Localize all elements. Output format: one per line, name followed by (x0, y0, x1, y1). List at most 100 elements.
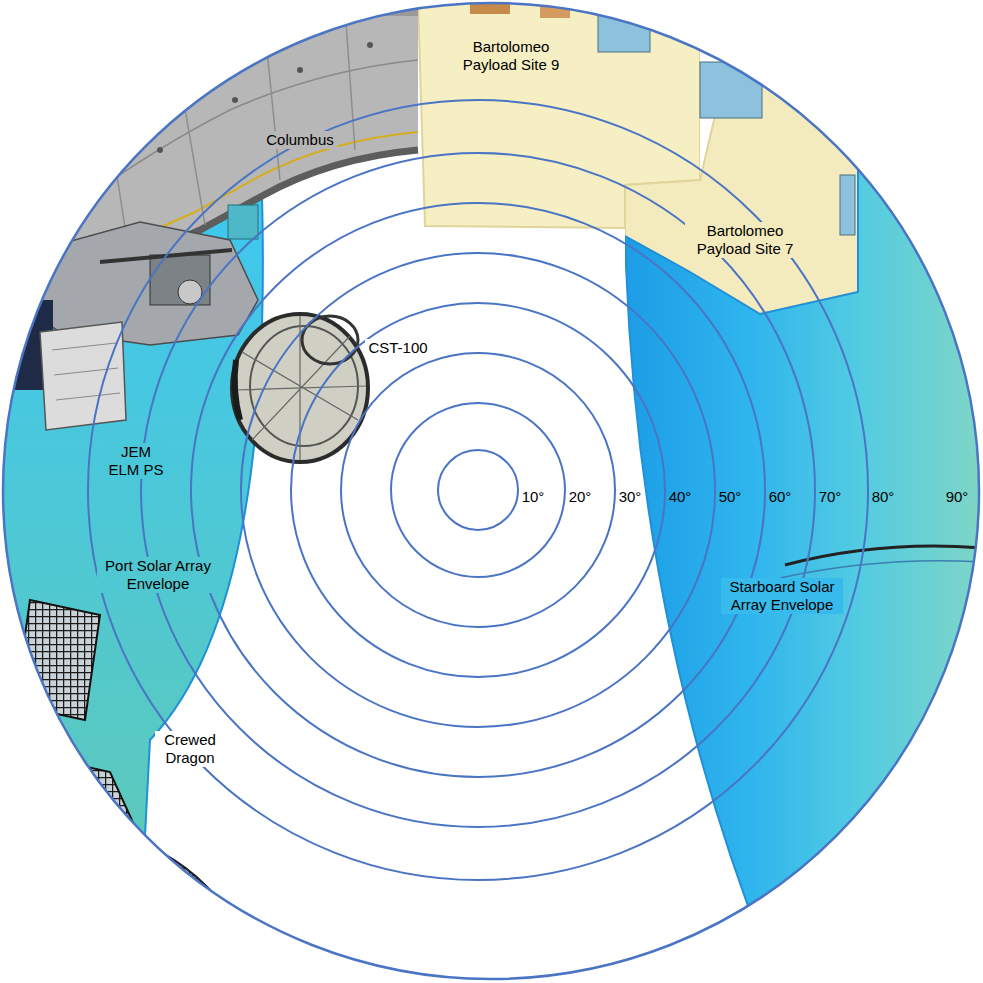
region-outline (418, 0, 700, 228)
angle-ring (391, 403, 565, 577)
angle-label: 50° (716, 488, 745, 506)
jem-structure (8, 300, 53, 390)
region-outline (625, 170, 983, 983)
payload-hardware (940, 90, 983, 140)
module-label: JEM ELM PS (103, 443, 169, 479)
label-anchor: Bartolomeo Payload Site 9 (451, 38, 571, 74)
cst-100-capsule (235, 360, 240, 420)
label-anchor: Crewed Dragon (155, 731, 225, 767)
columbus-module (232, 97, 238, 103)
solar-array-mesh (0, 600, 140, 983)
payload-hardware (840, 175, 855, 235)
label-anchor: CST-100 (358, 339, 438, 357)
horizon-circle (3, 3, 979, 979)
payload-hardware (470, 0, 983, 235)
payload-hardware (640, 0, 700, 22)
payload-site-region: Bartolomeo Payload Site 9 (418, 0, 700, 230)
vehicle-label: Crewed Dragon (155, 731, 225, 767)
jem-structure (8, 205, 258, 430)
payload-hardware (860, 0, 983, 170)
columbus-module (157, 147, 163, 153)
payload-site-label: Bartolomeo Payload Site 9 (451, 38, 571, 74)
jem-structure (178, 280, 202, 304)
jem-structure (150, 255, 210, 305)
region-outline (625, 0, 858, 314)
jem-structure (52, 343, 120, 400)
region-outline (625, 0, 858, 314)
array-edge-line (780, 546, 983, 578)
label-anchor: 40° (660, 488, 700, 506)
envelope-label: Port Solar Array Envelope (97, 557, 219, 593)
angle-ring (241, 253, 715, 727)
region-outline (625, 0, 860, 316)
vehicle-label: CST-100 (365, 339, 430, 357)
cst-100-capsule (232, 314, 368, 462)
solar-array-envelope: Port Solar Array Envelope (0, 196, 272, 838)
region-outline (625, 170, 983, 983)
region-outline (418, 0, 700, 230)
angle-ring (291, 303, 665, 677)
angle-ring (88, 100, 868, 880)
region-outline (0, 196, 263, 836)
payload-hardware (700, 62, 762, 118)
label-anchor: Bartolomeo Payload Site 7 (685, 222, 805, 258)
label-anchor: 20° (560, 488, 600, 506)
region-outline (625, 170, 983, 983)
cst-100-capsule (232, 314, 368, 462)
angle-label: 60° (766, 488, 795, 506)
solar-array-mesh (15, 600, 100, 720)
label-anchor: JEM ELM PS (103, 443, 169, 479)
label-anchor: 80° (863, 488, 903, 506)
payload-hardware (470, 0, 510, 14)
columbus-module (367, 42, 373, 48)
columbus-module (0, 0, 418, 292)
jem-structure (15, 222, 258, 345)
columbus-module (0, 0, 418, 292)
crewed-dragon-vehicle (152, 848, 245, 983)
label-anchor: Port Solar Array Envelope (97, 557, 219, 593)
region-outline (0, 196, 263, 836)
angle-ring (438, 450, 518, 530)
columbus-module (110, 8, 355, 260)
solar-array-envelope: Starboard Solar Array Envelope (625, 170, 983, 983)
label-anchor: 90° (937, 488, 977, 506)
columbus-module (40, 60, 418, 230)
angle-label: 70° (816, 488, 845, 506)
angle-ring (191, 203, 765, 777)
payload-site-region: Bartolomeo Payload Site 7 (625, 0, 860, 316)
payload-hardware (598, 4, 650, 52)
region-outline (0, 196, 272, 838)
angle-label: 20° (566, 488, 595, 506)
angle-label: 80° (869, 488, 898, 506)
label-anchor: Columbus (255, 131, 345, 149)
cst-100-capsule (250, 326, 358, 446)
label-anchor: 10° (513, 488, 553, 506)
cst-100-capsule (234, 316, 366, 460)
angle-ring (141, 153, 815, 827)
payload-hardware (770, 20, 820, 50)
angle-label: 10° (519, 488, 548, 506)
columbus-module (60, 132, 418, 272)
module-label: Columbus (263, 131, 337, 149)
jem-structure (100, 250, 232, 262)
columbus-module (62, 150, 418, 292)
angle-label: 90° (943, 488, 972, 506)
label-anchor: 70° (810, 488, 850, 506)
crewed-dragon-vehicle (152, 848, 245, 983)
envelope-label: Starboard Solar Array Envelope (721, 578, 843, 614)
angle-ring (341, 353, 615, 627)
region-outline (418, 0, 700, 228)
angle-label: 30° (616, 488, 645, 506)
array-edge-line (785, 546, 983, 565)
label-anchor: 60° (760, 488, 800, 506)
angle-label: 40° (666, 488, 695, 506)
angle-rings (3, 3, 979, 979)
label-anchor: Starboard Solar Array Envelope (721, 578, 843, 614)
label-anchor: 30° (610, 488, 650, 506)
columbus-module (297, 67, 303, 73)
jem-structure (40, 322, 126, 430)
solar-array-mesh (0, 748, 140, 983)
